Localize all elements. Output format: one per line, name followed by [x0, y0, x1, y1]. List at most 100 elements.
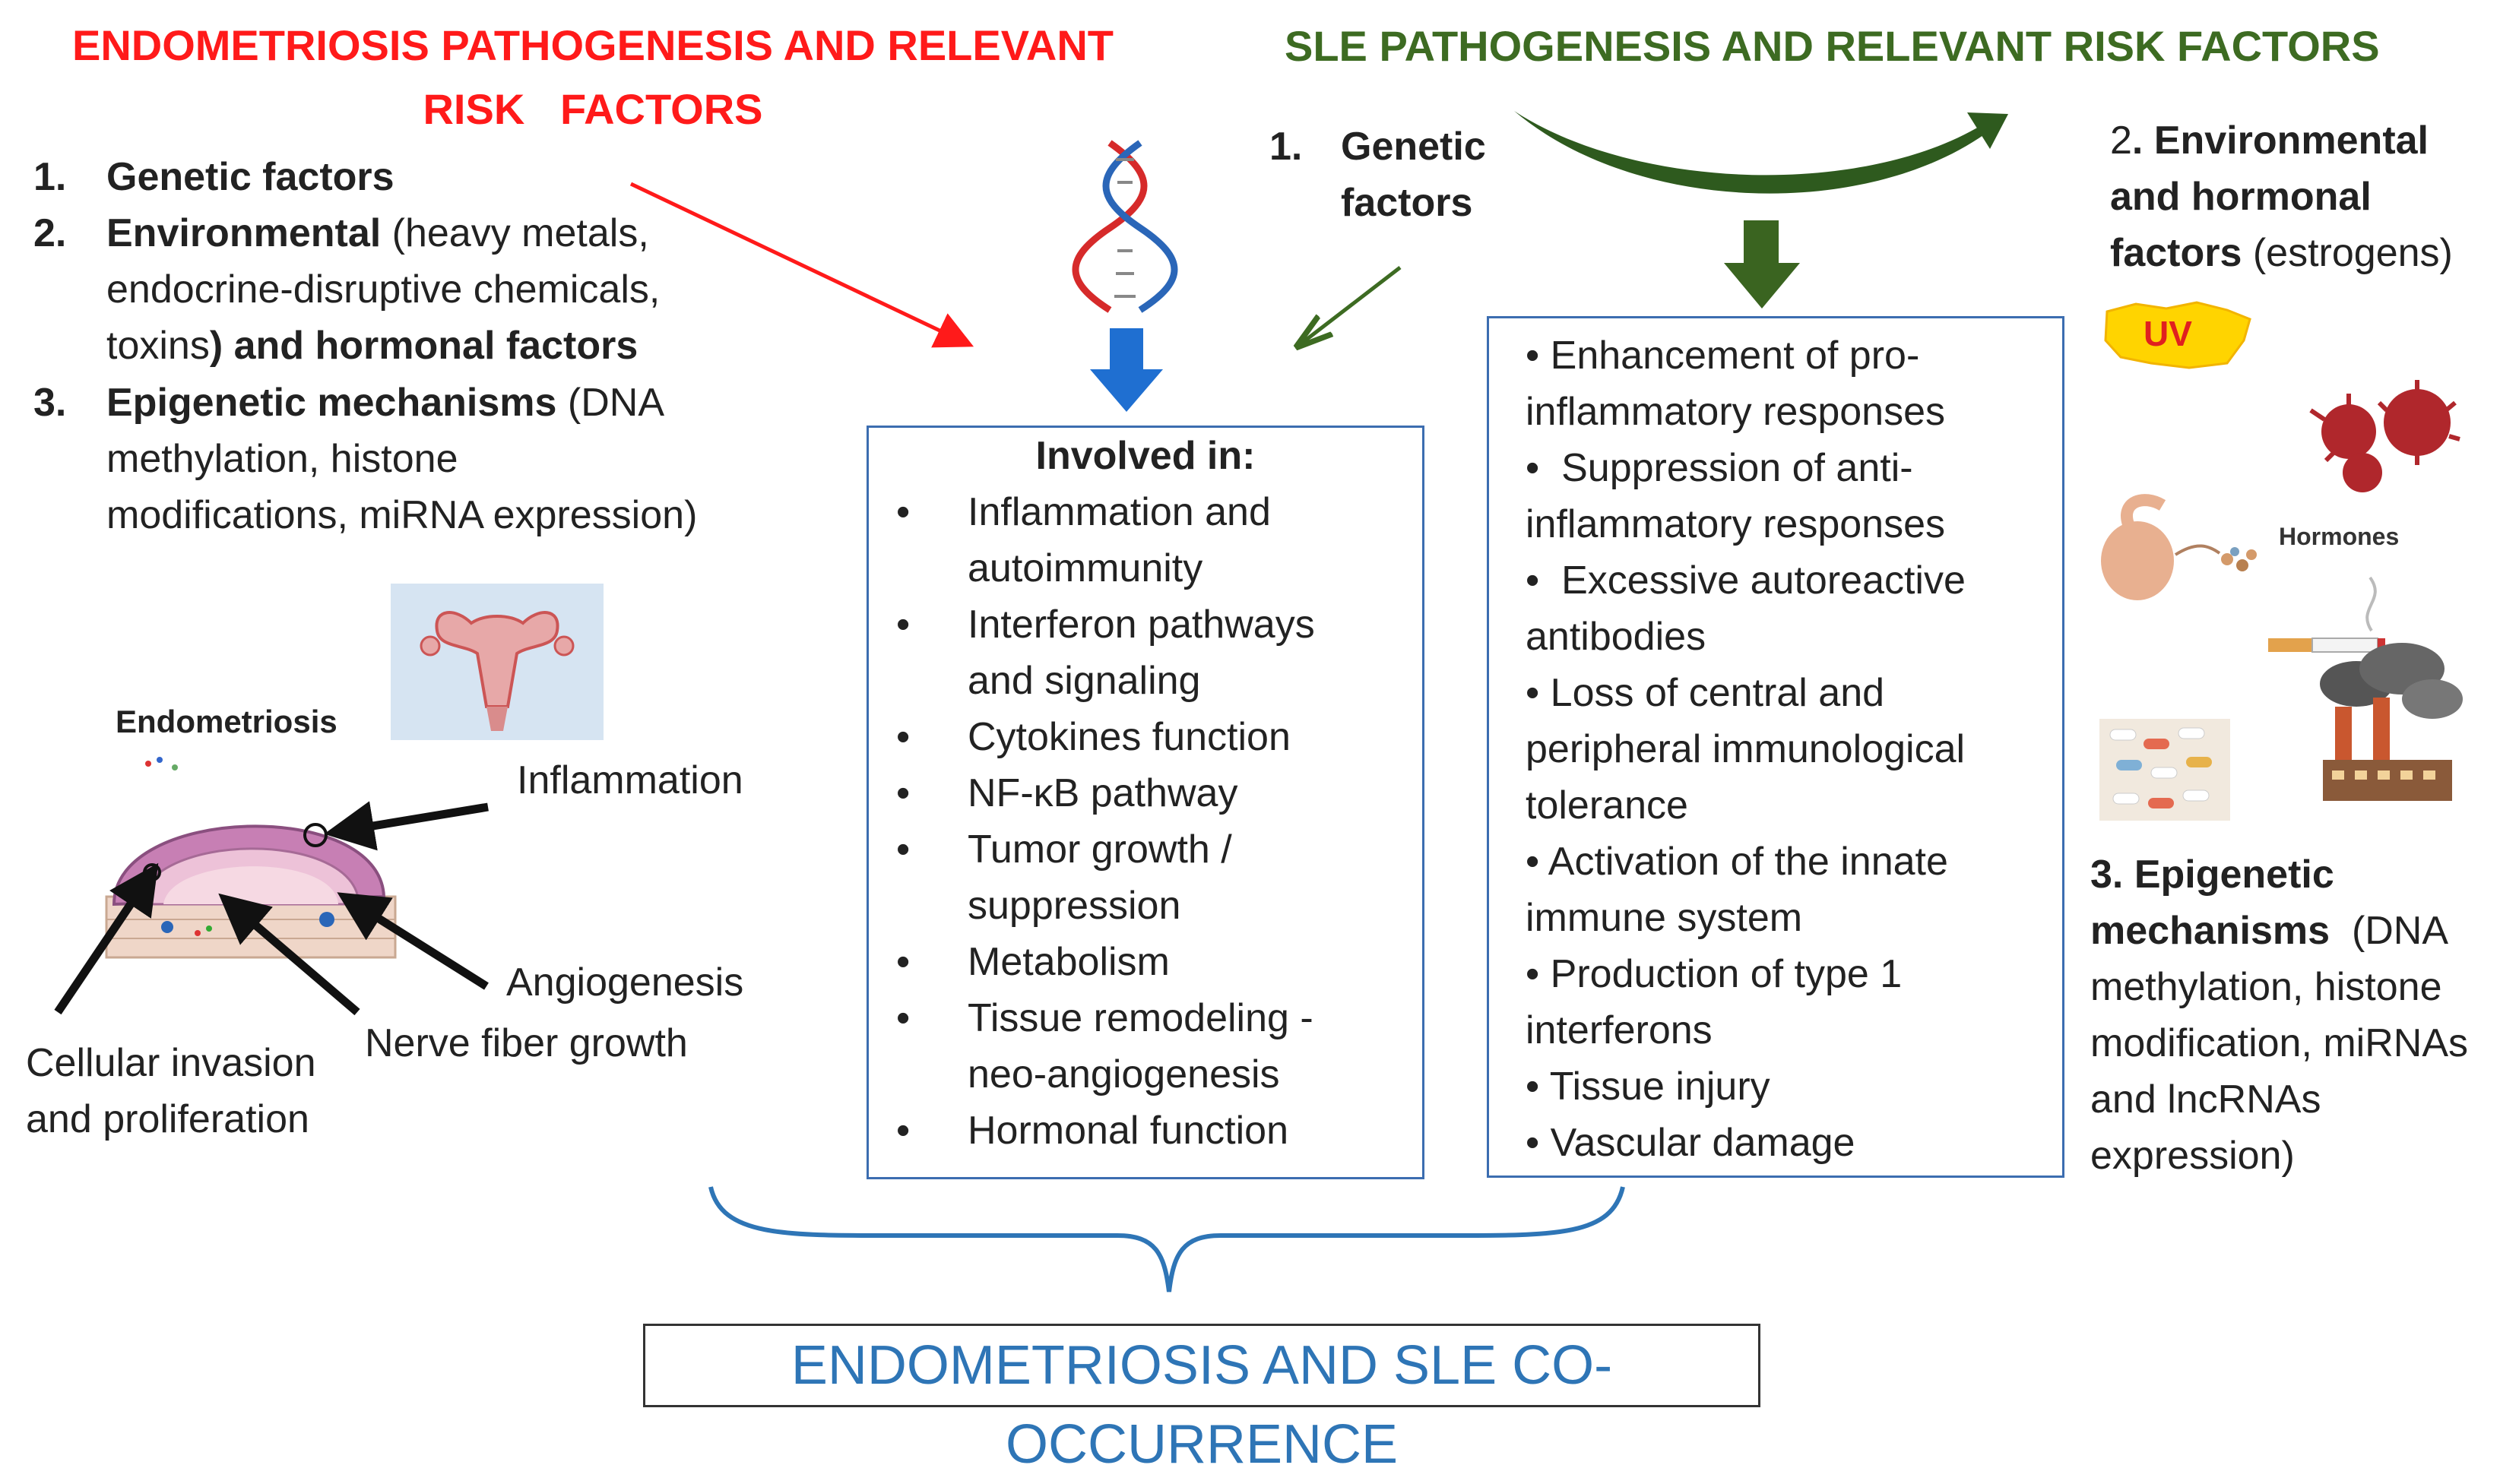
involved-item-text: Hormonal function: [968, 1109, 1288, 1153]
co-occurrence-label: ENDOMETRIOSIS AND SLE CO-OCCURRENCE: [791, 1335, 1613, 1475]
mechanism-line: antibodies: [1526, 615, 1706, 659]
mechanism-line: • Activation of the innate: [1526, 840, 1948, 884]
gland-image: [2101, 494, 2257, 600]
uv-sun-image: [2083, 301, 2282, 369]
mechanism-line: • Production of type 1: [1526, 952, 1903, 996]
sle-epi-line6: expression): [2090, 1134, 2295, 1178]
sle-epi-line3: methylation, histone: [2090, 965, 2442, 1009]
risk-item-3-bold: Epigenetic mechanisms: [106, 381, 557, 425]
co-occurrence-box: ENDOMETRIOSIS AND SLE CO-OCCURRENCE: [643, 1324, 1760, 1475]
involved-item-text: and signaling: [968, 659, 1201, 703]
mechanism-line: • Loss of central and: [1526, 671, 1885, 715]
endometriosis-title-line1: ENDOMETRIOSIS PATHOGENESIS AND RELEVANT: [71, 21, 1114, 69]
risk-item-3: 3. Epigenetic mechanisms (DNA methylatio…: [33, 375, 718, 537]
sle-mechanisms-box: • Enhancement of pro-inflammatory respon…: [1487, 316, 2064, 1178]
sle-epi-line2-bold: mechanisms: [2090, 909, 2330, 953]
involved-in-heading: Involved in:: [1035, 434, 1256, 478]
involved-bullet: •: [896, 996, 911, 1040]
involved-bullet: •: [896, 490, 911, 534]
involved-bullet: •: [896, 771, 911, 815]
risk-item-2-rest: (heavy metals,: [381, 211, 649, 255]
hormones-label: Hormones: [2279, 523, 2400, 550]
mechanism-line: • Vascular damage: [1526, 1121, 1855, 1165]
bottom-brace: [708, 1186, 1625, 1293]
risk-item-2-line3: toxins: [106, 324, 210, 368]
sle-env-line2: and hormonal: [2110, 175, 2372, 219]
risk-item-3-rest: (DNA: [556, 381, 665, 425]
involved-item-text: neo-angiogenesis: [968, 1052, 1280, 1096]
cellular-invasion-line2: and proliferation: [26, 1097, 309, 1141]
endometriosis-title: ENDOMETRIOSIS PATHOGENESIS AND RELEVANT …: [46, 14, 1140, 141]
cellular-invasion-label: Cellular invasion and proliferation: [26, 1035, 316, 1147]
green-curved-arrow: [1514, 111, 1985, 194]
nerve-fiber-label: Nerve fiber growth: [365, 1021, 688, 1065]
mechanism-line: tolerance: [1526, 783, 1688, 827]
sle-env-line1: . Environmental: [2131, 119, 2429, 163]
risk-item-2-bold: Environmental: [106, 211, 382, 255]
involved-item-text: suppression: [968, 884, 1181, 928]
sle-env-num: 2: [2110, 119, 2132, 163]
sle-epigenetic: 3. Epigenetic mechanisms (DNA methylatio…: [2090, 846, 2516, 1184]
risk-item-3-line3: modifications, miRNA expression): [106, 493, 698, 537]
mechanism-line: • Tissue injury: [1526, 1065, 1770, 1109]
sle-mechanisms-list: • Enhancement of pro-inflammatory respon…: [1526, 327, 1966, 1171]
involved-bullet: •: [896, 940, 911, 984]
involved-item-text: Interferon pathways: [968, 603, 1315, 647]
involved-item-text: Cytokines function: [968, 715, 1291, 759]
risk-item-1-text: Genetic factors: [106, 155, 394, 199]
uterus-image: [391, 584, 604, 740]
sle-genetic-num: 1.: [1269, 125, 1303, 169]
cellular-invasion-line1: Cellular invasion: [26, 1041, 316, 1085]
sle-env-line3-rest: (estrogens): [2242, 231, 2453, 275]
risk-item-2: 2. Environmental (heavy metals, endocrin…: [33, 205, 718, 368]
sle-environmental-factors: 2. Environmental and hormonal factors (e…: [2110, 112, 2505, 281]
endometriosis-tissue-image: [105, 757, 397, 959]
green-arrow: [1301, 266, 1402, 343]
involved-bullet: •: [896, 1109, 911, 1153]
sle-genetic-line1: Genetic: [1341, 125, 1486, 169]
mechanism-line: inflammatory responses: [1526, 390, 1945, 434]
mechanism-line: peripheral immunological: [1526, 727, 1966, 771]
involved-item-text: NF-κB pathway: [968, 771, 1238, 815]
factory-image: [2320, 643, 2463, 801]
involved-item-text: Tissue remodeling -: [968, 996, 1313, 1040]
risk-item-3-line2: methylation, histone: [106, 437, 458, 481]
involved-item-text: autoimmunity: [968, 546, 1203, 590]
involved-bullet: •: [896, 715, 911, 759]
virus-image: [2309, 380, 2460, 492]
involved-bullet: •: [896, 827, 911, 872]
sle-env-line3-bold: factors: [2110, 231, 2242, 275]
risk-item-1-num: 1.: [33, 155, 67, 199]
inflammation-label: Inflammation: [517, 758, 743, 802]
sle-epi-line4: modification, miRNAs: [2090, 1021, 2469, 1065]
sle-title: SLE PATHOGENESIS AND RELEVANT RISK FACTO…: [1285, 22, 2380, 70]
sle-epi-line2-rest: (DNA: [2330, 909, 2449, 953]
cigarette-image: [2268, 576, 2385, 653]
endometriosis-title-line2: RISK FACTORS: [423, 85, 763, 133]
risk-item-3-num: 3.: [33, 381, 67, 425]
sle-epi-line1: 3. Epigenetic: [2090, 853, 2334, 897]
involved-item-text: Tumor growth /: [968, 827, 1232, 872]
dna-icon: [1072, 140, 1178, 313]
sle-epi-line5: and lncRNAs: [2090, 1077, 2321, 1122]
sle-genetic-line2: factors: [1341, 181, 1473, 225]
blue-down-arrow: [1090, 328, 1163, 412]
mechanism-line: interferons: [1526, 1008, 1713, 1052]
mechanism-line: immune system: [1526, 896, 1803, 940]
endometriosis-illustration-title: Endometriosis: [116, 704, 337, 739]
mechanism-line: • Excessive autoreactive: [1526, 558, 1966, 603]
risk-item-2-line3-bold: ) and hormonal factors: [209, 324, 638, 368]
green-down-arrow: [1724, 220, 1800, 309]
pills-image: [2099, 719, 2230, 821]
risk-item-2-line2: endocrine-disruptive chemicals,: [106, 267, 661, 312]
diagram-graphics: [54, 111, 2463, 1293]
mechanism-line: inflammatory responses: [1526, 502, 1945, 546]
red-arrow: [629, 182, 974, 348]
mechanism-line: • Suppression of anti-: [1526, 446, 1913, 490]
risk-item-2-num: 2.: [33, 211, 67, 255]
angiogenesis-label: Angiogenesis: [506, 960, 744, 1005]
involved-item-text: Inflammation and: [968, 490, 1271, 534]
involved-in-box: Involved in: • Inflammation and autoimmuni…: [867, 426, 1424, 1179]
involved-bullet: •: [896, 603, 911, 647]
risk-item-1: 1. Genetic factors: [33, 149, 394, 205]
